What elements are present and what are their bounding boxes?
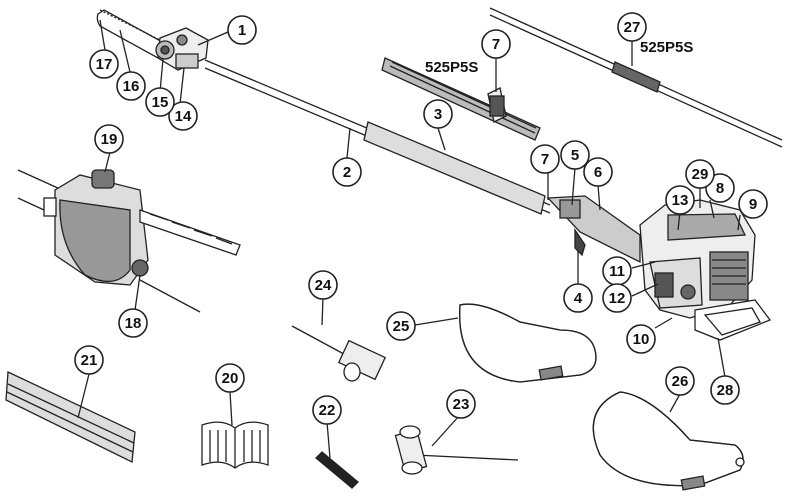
svg-text:4: 4 xyxy=(574,290,583,307)
svg-text:22: 22 xyxy=(319,402,336,419)
harness-strap-25 xyxy=(459,303,597,383)
manual-book xyxy=(201,421,269,469)
svg-text:6: 6 xyxy=(594,164,602,181)
pole-shaft xyxy=(204,59,551,215)
harness-strap-26 xyxy=(592,391,745,491)
callout-5: 5 xyxy=(560,140,590,170)
callout-15: 15 xyxy=(145,87,175,117)
svg-text:7: 7 xyxy=(541,151,549,168)
leader-lines xyxy=(77,19,741,459)
svg-text:21: 21 xyxy=(81,352,98,369)
callout-22: 22 xyxy=(312,395,342,425)
callout-10: 10 xyxy=(626,324,656,354)
svg-text:9: 9 xyxy=(749,196,757,213)
svg-text:29: 29 xyxy=(692,166,709,183)
svg-text:26: 26 xyxy=(672,373,689,390)
callout-27: 27 xyxy=(617,12,647,42)
callout-13: 13 xyxy=(665,185,695,215)
callout-12: 12 xyxy=(602,283,632,313)
callout-28: 28 xyxy=(710,375,740,405)
callout-21: 21 xyxy=(74,345,104,375)
svg-text:3: 3 xyxy=(434,106,442,123)
callout-9: 9 xyxy=(738,189,768,219)
engine xyxy=(639,199,772,341)
svg-text:2: 2 xyxy=(343,164,351,181)
svg-text:19: 19 xyxy=(101,131,118,148)
callout-17: 17 xyxy=(89,49,119,79)
svg-text:18: 18 xyxy=(125,315,142,332)
svg-text:1: 1 xyxy=(238,22,246,39)
callout-26: 26 xyxy=(665,366,695,396)
callout-19: 19 xyxy=(94,124,124,154)
callout-20: 20 xyxy=(215,363,245,393)
svg-text:11: 11 xyxy=(609,263,625,280)
svg-text:20: 20 xyxy=(222,370,239,387)
callout-14: 14 xyxy=(168,101,198,131)
callout-23: 23 xyxy=(446,389,476,419)
svg-text:16: 16 xyxy=(123,78,140,95)
svg-text:12: 12 xyxy=(609,290,626,307)
svg-text:8: 8 xyxy=(716,180,724,197)
model-label-left: 525P5S xyxy=(425,59,478,76)
svg-text:25: 25 xyxy=(393,318,410,335)
hex-key xyxy=(315,451,359,489)
svg-text:7: 7 xyxy=(492,36,500,53)
svg-text:5: 5 xyxy=(571,147,579,164)
svg-text:17: 17 xyxy=(96,56,113,73)
svg-text:14: 14 xyxy=(175,108,192,125)
callout-2: 2 xyxy=(332,157,362,187)
svg-text:10: 10 xyxy=(633,331,650,348)
saw-head-detail xyxy=(17,169,241,313)
callout-4: 4 xyxy=(563,283,593,313)
svg-text:15: 15 xyxy=(152,94,169,111)
callout-7a: 7 xyxy=(481,29,511,59)
guide-bar xyxy=(5,371,136,463)
callout-11: 11 xyxy=(602,256,632,286)
svg-text:27: 27 xyxy=(624,19,641,36)
callout-18: 18 xyxy=(118,308,148,338)
callout-25: 25 xyxy=(386,311,416,341)
callout-6: 6 xyxy=(583,157,613,187)
long-pole xyxy=(489,7,783,148)
svg-text:13: 13 xyxy=(672,192,689,209)
callout-3: 3 xyxy=(423,99,453,129)
callout-24: 24 xyxy=(308,270,338,300)
saw-head xyxy=(96,9,209,71)
svg-text:23: 23 xyxy=(453,396,470,413)
pole-extension xyxy=(381,57,541,141)
callout-1: 1 xyxy=(227,15,257,45)
callout-29: 29 xyxy=(685,159,715,189)
callout-7b: 7 xyxy=(530,144,560,174)
combination-wrench-23 xyxy=(394,425,519,475)
model-label-right: 525P5S xyxy=(640,39,693,56)
combination-wrench-24 xyxy=(291,325,387,382)
svg-text:28: 28 xyxy=(717,382,734,399)
throttle-handle xyxy=(546,195,641,264)
svg-text:24: 24 xyxy=(315,277,332,294)
callout-16: 16 xyxy=(116,71,146,101)
